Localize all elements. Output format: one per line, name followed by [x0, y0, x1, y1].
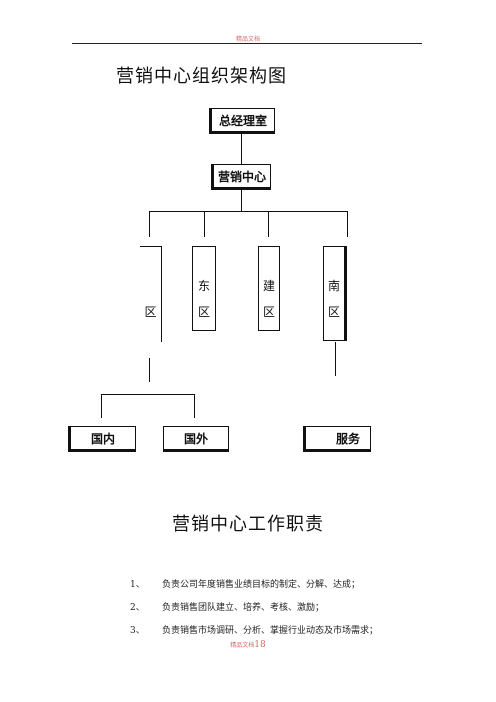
footer-label: 精品文档 — [230, 642, 255, 649]
connector-line — [149, 211, 150, 237]
org-node-region-jian: 建 区 — [258, 246, 280, 331]
page-footer: 精品文档18 — [0, 640, 496, 650]
org-node-domestic: 国内 — [68, 426, 136, 452]
org-node-region-1: 区 — [140, 246, 162, 342]
org-node-region-south: 南 区 — [323, 246, 347, 341]
duties-title: 营销中心工作职责 — [172, 514, 324, 535]
connector-line — [149, 211, 348, 212]
region-char: 区 — [262, 305, 275, 319]
duty-text: 负责销售团队建立、培养、考核、激励； — [162, 603, 325, 613]
duty-item: 1、 负责公司年度销售业绩目标的制定、分解、达成； — [130, 577, 360, 590]
org-node-marketing-center: 营销中心 — [211, 164, 271, 190]
connector-line — [241, 190, 242, 211]
connector-line — [149, 358, 150, 382]
org-node-region-east: 东 区 — [192, 246, 216, 331]
connector-line — [194, 394, 195, 418]
connector-line — [101, 394, 102, 418]
duty-number: 1、 — [130, 580, 145, 590]
duty-text: 负责销售市场调研、分析、掌握行业动态及市场需求； — [162, 626, 379, 636]
org-node-general-manager: 总经理室 — [209, 108, 275, 134]
duty-item: 2、 负责销售团队建立、培养、考核、激励； — [130, 600, 324, 613]
header-divider — [72, 43, 422, 44]
connector-line — [101, 394, 195, 395]
region-char: 区 — [197, 305, 210, 319]
page-header: 精品文档 — [235, 36, 260, 43]
connector-line — [335, 342, 336, 376]
connector-line — [204, 211, 205, 237]
connector-line — [268, 211, 269, 237]
duty-number: 2、 — [130, 603, 145, 613]
connector-line — [347, 211, 348, 237]
duty-text: 负责公司年度销售业绩目标的制定、分解、达成； — [162, 580, 361, 590]
duty-number: 3、 — [130, 626, 145, 636]
region-char: 建 — [262, 279, 275, 293]
region-char: 区 — [144, 305, 157, 319]
org-node-service: 服务 — [303, 426, 371, 452]
org-node-overseas: 国外 — [163, 426, 229, 452]
page-number: 18 — [254, 640, 266, 650]
region-char: 东 — [197, 279, 210, 293]
region-char: 区 — [327, 305, 340, 319]
duty-item: 3、 负责销售市场调研、分析、掌握行业动态及市场需求； — [130, 623, 378, 636]
connector-line — [241, 134, 242, 164]
org-chart-title: 营销中心组织架构图 — [116, 66, 287, 87]
region-char: 南 — [327, 279, 340, 293]
